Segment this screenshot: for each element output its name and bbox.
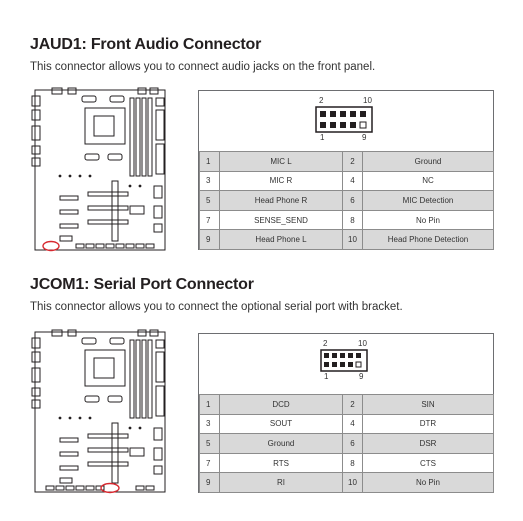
pinout-box: 2 10 1 9 1 DCD 2 SIN 3 S [198, 333, 494, 493]
pin-number: 9 [199, 229, 220, 250]
pin-number: 5 [199, 190, 220, 211]
pin-table: 1 MIC L 2 Ground 3 MIC R 4 NC 5 Head Pho… [199, 151, 494, 250]
table-row: 7 SENSE_SEND 8 No Pin [199, 209, 494, 231]
table-row: 1 DCD 2 SIN [199, 394, 494, 415]
pin-label-bottom-right: 9 [362, 133, 367, 142]
highlight-ring [42, 240, 60, 252]
pin-signal: DSR [362, 433, 494, 454]
motherboard-diagram [31, 329, 166, 494]
pin-number: 1 [199, 394, 220, 415]
table-row: 5 Ground 6 DSR [199, 433, 494, 454]
table-row: 3 MIC R 4 NC [199, 170, 494, 192]
connector-diagram: 2 10 1 9 [199, 334, 493, 394]
header-connector-icon [315, 106, 373, 133]
section-title: JCOM1: Serial Port Connector [30, 276, 254, 293]
pin-number: 7 [199, 209, 220, 231]
pin-signal: MIC L [219, 151, 343, 172]
pin-signal: SOUT [219, 413, 343, 435]
pin-signal: MIC R [219, 170, 343, 192]
pin-number: 9 [199, 472, 220, 493]
pinout-box: 2 10 1 9 1 MIC L 2 Ground 3 [198, 90, 494, 250]
pin-signal: SENSE_SEND [219, 209, 343, 231]
pin-signal: DCD [219, 394, 343, 415]
motherboard-diagram [31, 87, 166, 252]
pin-number: 6 [342, 433, 363, 454]
pin-number: 7 [199, 452, 220, 474]
pin-signal: RTS [219, 452, 343, 474]
pin-number: 1 [199, 151, 220, 172]
pin-signal: Ground [362, 151, 494, 172]
section-title: JAUD1: Front Audio Connector [30, 36, 262, 53]
table-row: 3 SOUT 4 DTR [199, 413, 494, 435]
section-description: This connector allows you to connect the… [30, 301, 403, 313]
pin-signal: Head Phone L [219, 229, 343, 250]
pin-label-bottom-right: 9 [359, 372, 364, 381]
pin-label-top-right: 10 [358, 339, 367, 348]
highlight-ring [100, 482, 120, 494]
pin-signal: SIN [362, 394, 494, 415]
pin-number: 10 [342, 229, 363, 250]
pin-number: 2 [342, 151, 363, 172]
pin-number: 4 [342, 413, 363, 435]
table-row: 7 RTS 8 CTS [199, 452, 494, 474]
pin-number: 4 [342, 170, 363, 192]
pin-number: 3 [199, 413, 220, 435]
pin-signal: Head Phone R [219, 190, 343, 211]
table-row: 9 RI 10 No Pin [199, 472, 494, 493]
pin-signal: RI [219, 472, 343, 493]
pin-number: 8 [342, 209, 363, 231]
header-connector-icon [320, 349, 368, 372]
table-row: 1 MIC L 2 Ground [199, 151, 494, 172]
pin-label-bottom-left: 1 [320, 133, 325, 142]
pin-label-top-left: 2 [319, 96, 324, 105]
pin-signal: No Pin [362, 472, 494, 493]
pin-number: 10 [342, 472, 363, 493]
table-row: 5 Head Phone R 6 MIC Detection [199, 190, 494, 211]
pin-signal: NC [362, 170, 494, 192]
section-description: This connector allows you to connect aud… [30, 61, 376, 73]
pin-number: 5 [199, 433, 220, 454]
pin-signal: Ground [219, 433, 343, 454]
connector-diagram: 2 10 1 9 [199, 91, 493, 151]
pin-label-top-right: 10 [363, 96, 372, 105]
pin-label-top-left: 2 [323, 339, 328, 348]
table-row: 9 Head Phone L 10 Head Phone Detection [199, 229, 494, 250]
pin-signal: DTR [362, 413, 494, 435]
pin-number: 2 [342, 394, 363, 415]
pin-number: 3 [199, 170, 220, 192]
pin-table: 1 DCD 2 SIN 3 SOUT 4 DTR 5 Ground 6 DSR … [199, 394, 494, 493]
pin-number: 8 [342, 452, 363, 474]
pin-label-bottom-left: 1 [324, 372, 329, 381]
pin-signal: No Pin [362, 209, 494, 231]
pin-signal: MIC Detection [362, 190, 494, 211]
pin-signal: Head Phone Detection [362, 229, 494, 250]
pin-number: 6 [342, 190, 363, 211]
pin-signal: CTS [362, 452, 494, 474]
